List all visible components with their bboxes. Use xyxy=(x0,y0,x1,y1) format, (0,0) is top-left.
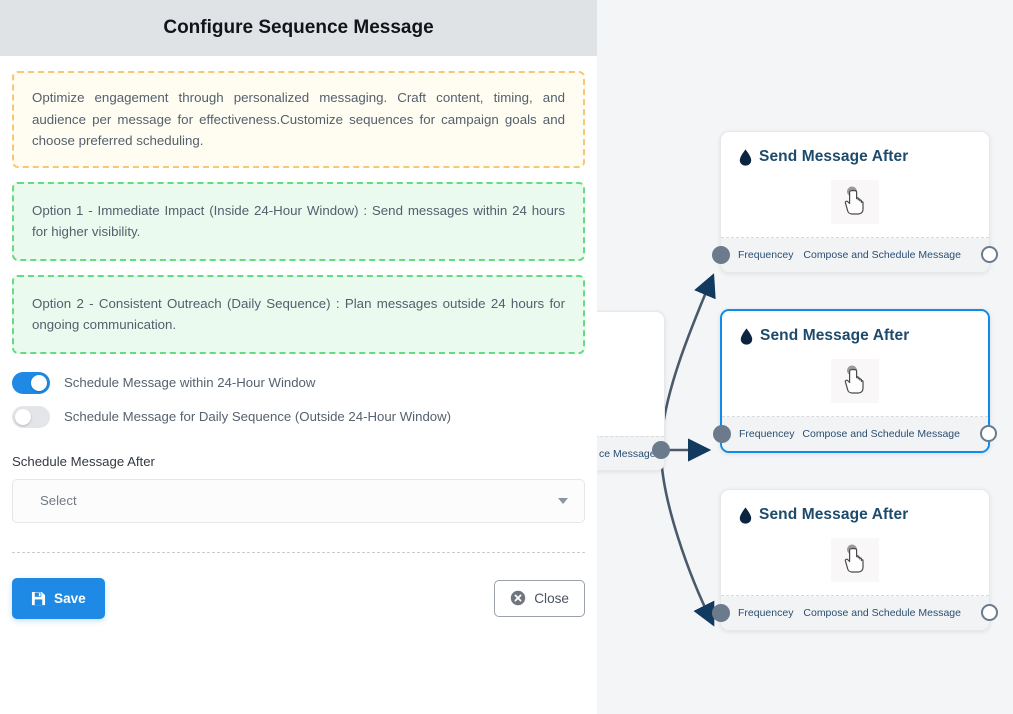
node-3-compose-label[interactable]: Compose and Schedule Message xyxy=(803,607,961,619)
save-button-label: Save xyxy=(54,590,86,606)
toggle-row-daily-sequence[interactable]: Schedule Message for Daily Sequence (Out… xyxy=(12,405,585,428)
toggle-knob xyxy=(31,374,47,391)
info-note-option-1-text: Option 1 - Immediate Impact (Inside 24-H… xyxy=(32,202,565,240)
info-note-overview: Optimize engagement through personalized… xyxy=(12,71,585,168)
node-2-input-port[interactable] xyxy=(713,425,731,443)
node-send-message-after-2[interactable]: Send Message After Frequencey Compose an… xyxy=(713,309,997,453)
panel-body: Optimize engagement through personalized… xyxy=(0,71,597,523)
node-send-message-after-1[interactable]: Send Message After Frequencey Compose an… xyxy=(712,131,998,273)
node-3-input-port[interactable] xyxy=(712,604,730,622)
node-3-header: Send Message After xyxy=(721,490,989,524)
pointing-hand-cursor-icon xyxy=(831,358,879,403)
node-3-frequency-label[interactable]: Frequencey xyxy=(738,607,794,619)
info-note-option-1: Option 1 - Immediate Impact (Inside 24-H… xyxy=(12,181,585,261)
footer-divider xyxy=(12,552,585,553)
node-2-header: Send Message After xyxy=(722,311,988,345)
toggle-schedule-within-24-hour-window[interactable] xyxy=(12,371,50,394)
node-2-output-port[interactable] xyxy=(980,425,997,442)
toggle-daily-sequence-label: Schedule Message for Daily Sequence (Out… xyxy=(64,409,452,425)
node-1-body xyxy=(721,166,989,238)
close-button-label: Close xyxy=(534,590,569,606)
node-3-output-port[interactable] xyxy=(981,604,998,621)
info-note-overview-text: Optimize engagement through personalized… xyxy=(32,90,565,149)
node-2-footer: Frequencey Compose and Schedule Message xyxy=(713,417,997,451)
node-1-compose-label[interactable]: Compose and Schedule Message xyxy=(803,249,961,261)
node-1-frequency-label[interactable]: Frequencey xyxy=(738,249,794,261)
toggle-knob xyxy=(15,408,31,425)
node-2-compose-label[interactable]: Compose and Schedule Message xyxy=(802,428,960,440)
edge-to-node-1 xyxy=(659,273,716,451)
node-1-footer: Frequencey Compose and Schedule Message xyxy=(712,238,998,272)
pointing-hand-cursor-icon xyxy=(831,179,879,224)
page-title: Configure Sequence Message xyxy=(163,17,434,38)
save-button[interactable]: Save xyxy=(12,577,105,619)
node-2-frequency-label[interactable]: Frequencey xyxy=(739,428,795,440)
schedule-message-after-value: Select xyxy=(40,493,77,509)
water-drop-icon xyxy=(739,149,752,166)
schedule-message-after-label: Schedule Message After xyxy=(12,453,155,469)
schedule-message-after-select[interactable]: Select xyxy=(12,478,585,523)
circle-x-icon xyxy=(511,590,526,606)
chevron-down-icon[interactable] xyxy=(558,497,568,504)
toggle-row-within-24h[interactable]: Schedule Message within 24-Hour Window xyxy=(12,371,585,394)
node-1-header: Send Message After xyxy=(721,132,989,166)
edge-to-node-3 xyxy=(659,449,715,627)
panel-footer: Save Close xyxy=(0,568,597,628)
node-2-title: Send Message After xyxy=(760,327,910,344)
info-note-option-2: Option 2 - Consistent Outreach (Daily Se… xyxy=(12,274,585,354)
configure-sequence-panel: Configure Sequence Message Optimize enga… xyxy=(0,0,597,714)
node-1-input-port[interactable] xyxy=(712,246,730,264)
panel-header: Configure Sequence Message xyxy=(0,0,597,56)
water-drop-icon xyxy=(739,507,752,524)
toggle-schedule-daily-sequence[interactable] xyxy=(12,405,50,428)
node-3-footer: Frequencey Compose and Schedule Message xyxy=(712,596,998,630)
node-1-output-port[interactable] xyxy=(981,246,998,263)
node-2-body xyxy=(722,345,988,417)
upstream-output-port[interactable] xyxy=(652,441,670,459)
node-3-title: Send Message After xyxy=(759,506,909,523)
pointing-hand-cursor-icon xyxy=(831,537,879,582)
node-1-title: Send Message After xyxy=(759,148,909,165)
toggle-within-24h-label: Schedule Message within 24-Hour Window xyxy=(64,375,316,391)
floppy-disk-icon xyxy=(31,591,46,605)
node-3-body xyxy=(721,524,989,596)
info-note-option-2-text: Option 2 - Consistent Outreach (Daily Se… xyxy=(32,295,565,333)
water-drop-icon xyxy=(740,328,753,345)
close-button[interactable]: Close xyxy=(494,579,585,617)
node-send-message-after-3[interactable]: Send Message After Frequencey Compose an… xyxy=(712,489,998,631)
upstream-node-footer-label: ce Message xyxy=(599,447,656,460)
